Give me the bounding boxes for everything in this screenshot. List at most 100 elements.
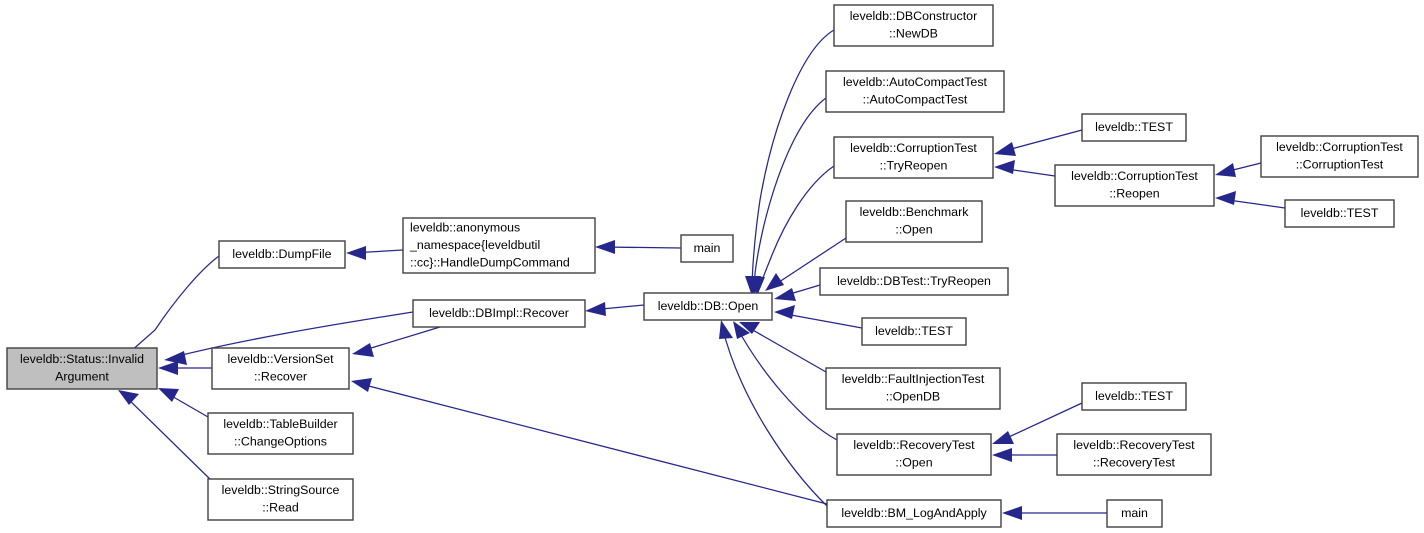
arrowhead-icon [1215, 163, 1236, 177]
graph-node-corruptiontest_reopen[interactable]: leveldb::CorruptionTest::Reopen [1054, 164, 1215, 207]
graph-node-main_logandapply[interactable]: main [1106, 499, 1163, 528]
node-box[interactable] [845, 200, 983, 243]
call-edge [751, 165, 835, 296]
arrowhead-icon [994, 142, 1016, 156]
node-label: ::Reopen [1109, 187, 1159, 201]
graph-node-dbconstructor_newdb[interactable]: leveldb::DBConstructor::NewDB [833, 4, 994, 47]
graph-node-test_corruption_reopen[interactable]: leveldb::TEST [1284, 199, 1395, 228]
node-box[interactable] [218, 240, 346, 269]
graph-node-main_dumpfile[interactable]: main [680, 234, 734, 263]
arrowhead-icon [739, 322, 760, 334]
node-label: leveldb::BM_LogAndApply [841, 506, 987, 520]
arrowhead-icon [351, 378, 372, 392]
node-box[interactable] [211, 347, 350, 390]
graph-node-test_recovery_open[interactable]: leveldb::TEST [1081, 382, 1187, 411]
graph-node-tablebuilder_changeoptions[interactable]: leveldb::TableBuilder::ChangeOptions [207, 412, 354, 455]
node-box[interactable] [1054, 164, 1215, 207]
graph-node-benchmark_open[interactable]: leveldb::Benchmark::Open [845, 200, 983, 243]
node-box[interactable] [1056, 433, 1212, 476]
node-box[interactable] [402, 217, 596, 274]
call-edge [595, 240, 682, 254]
graph-node-corruptiontest_ctor[interactable]: leveldb::CorruptionTest::CorruptionTest [1260, 135, 1419, 178]
graph-node-dbtest_tryreopen[interactable]: leveldb::DBTest::TryReopen [819, 267, 1009, 296]
graph-node-corruptiontest_tryreopen[interactable]: leveldb::CorruptionTest::TryReopen [833, 136, 994, 179]
node-box[interactable] [6, 347, 158, 390]
node-box[interactable] [207, 412, 354, 455]
node-label: ::CorruptionTest [1296, 158, 1384, 172]
node-box[interactable] [825, 367, 1001, 410]
graph-node-db_open[interactable]: leveldb::DB::Open [643, 292, 773, 321]
graph-node-autocompacttest_ctor[interactable]: leveldb::AutoCompactTest::AutoCompactTes… [825, 70, 1005, 113]
call-edge [774, 305, 863, 329]
arrowhead-icon [992, 448, 1012, 462]
edge-line [129, 255, 220, 353]
node-box[interactable] [1260, 135, 1419, 178]
edge-line [122, 393, 216, 485]
node-box[interactable] [1081, 113, 1187, 142]
graph-node-dumpfile[interactable]: leveldb::DumpFile [218, 240, 346, 269]
graph-node-bm_logandapply[interactable]: leveldb::BM_LogAndApply [826, 499, 1002, 528]
node-label: ::Recover [254, 370, 307, 384]
edge-line [169, 311, 414, 359]
node-box[interactable] [833, 4, 994, 47]
node-box[interactable] [1081, 382, 1187, 411]
node-box[interactable] [825, 70, 1005, 113]
node-box[interactable] [680, 234, 734, 263]
node-box[interactable] [836, 433, 992, 476]
node-label: leveldb::DumpFile [232, 247, 331, 261]
node-label: _namespace{leveldbutil [409, 238, 540, 252]
node-label: leveldb::CorruptionTest [1276, 140, 1403, 154]
node-label: main [1121, 506, 1148, 520]
node-box[interactable] [412, 299, 586, 328]
arrowhead-icon [352, 343, 374, 357]
edge-line [357, 326, 441, 353]
graph-node-stringsource_read[interactable]: leveldb::StringSource::Read [207, 478, 354, 521]
call-edge [739, 322, 827, 373]
call-edge [352, 326, 441, 357]
graph-node-handle_dump_command[interactable]: leveldb::anonymous_namespace{leveldbutil… [402, 217, 596, 274]
node-box[interactable] [207, 478, 354, 521]
arrowhead-icon [719, 320, 733, 339]
arrowhead-icon [733, 321, 750, 339]
node-label: ::Open [895, 456, 932, 470]
node-label: leveldb::RecoveryTest [1073, 438, 1195, 452]
edges-layer [118, 29, 1286, 520]
node-label: leveldb::TEST [1301, 206, 1379, 220]
node-label: Argument [55, 370, 109, 384]
node-box[interactable] [826, 499, 1002, 528]
node-label: leveldb::anonymous [410, 220, 520, 234]
node-box[interactable] [833, 136, 994, 179]
node-box[interactable] [1106, 499, 1163, 528]
node-label: ::Open [895, 223, 932, 237]
node-box[interactable] [643, 292, 773, 321]
arrowhead-icon [992, 431, 1014, 444]
call-edge [1002, 506, 1107, 520]
edge-line [769, 237, 847, 289]
arrowhead-icon [751, 276, 765, 296]
call-edge [1215, 162, 1262, 177]
arrowhead-icon [158, 361, 178, 375]
graph-node-faultinjectiontest_opendb[interactable]: leveldb::FaultInjectionTest::OpenDB [825, 367, 1001, 410]
call-edge [158, 388, 209, 418]
node-label: leveldb::TEST [1095, 120, 1173, 134]
graph-node-recoverytest_open[interactable]: leveldb::RecoveryTest::Open [836, 433, 992, 476]
graph-node-test_corruption_tryreopen[interactable]: leveldb::TEST [1081, 113, 1187, 142]
graph-node-test_db_open[interactable]: leveldb::TEST [861, 317, 967, 346]
node-label: leveldb::AutoCompactTest [843, 75, 988, 89]
node-label: leveldb::DB::Open [658, 299, 759, 313]
node-box[interactable] [1284, 199, 1395, 228]
graph-node-recoverytest_ctor[interactable]: leveldb::RecoveryTest::RecoveryTest [1056, 433, 1212, 476]
graph-node-dbimpl_recover[interactable]: leveldb::DBImpl::Recover [412, 299, 586, 328]
node-box[interactable] [861, 317, 967, 346]
node-box[interactable] [819, 267, 1009, 296]
call-edge [992, 402, 1083, 444]
arrowhead-icon [994, 160, 1015, 174]
graph-node-versionset_recover[interactable]: leveldb::VersionSet::Recover [211, 347, 350, 390]
arrowhead-icon [765, 273, 784, 291]
node-label: leveldb::TEST [1095, 389, 1173, 403]
node-label: leveldb::DBConstructor [850, 9, 977, 23]
node-label: ::ChangeOptions [234, 435, 327, 449]
